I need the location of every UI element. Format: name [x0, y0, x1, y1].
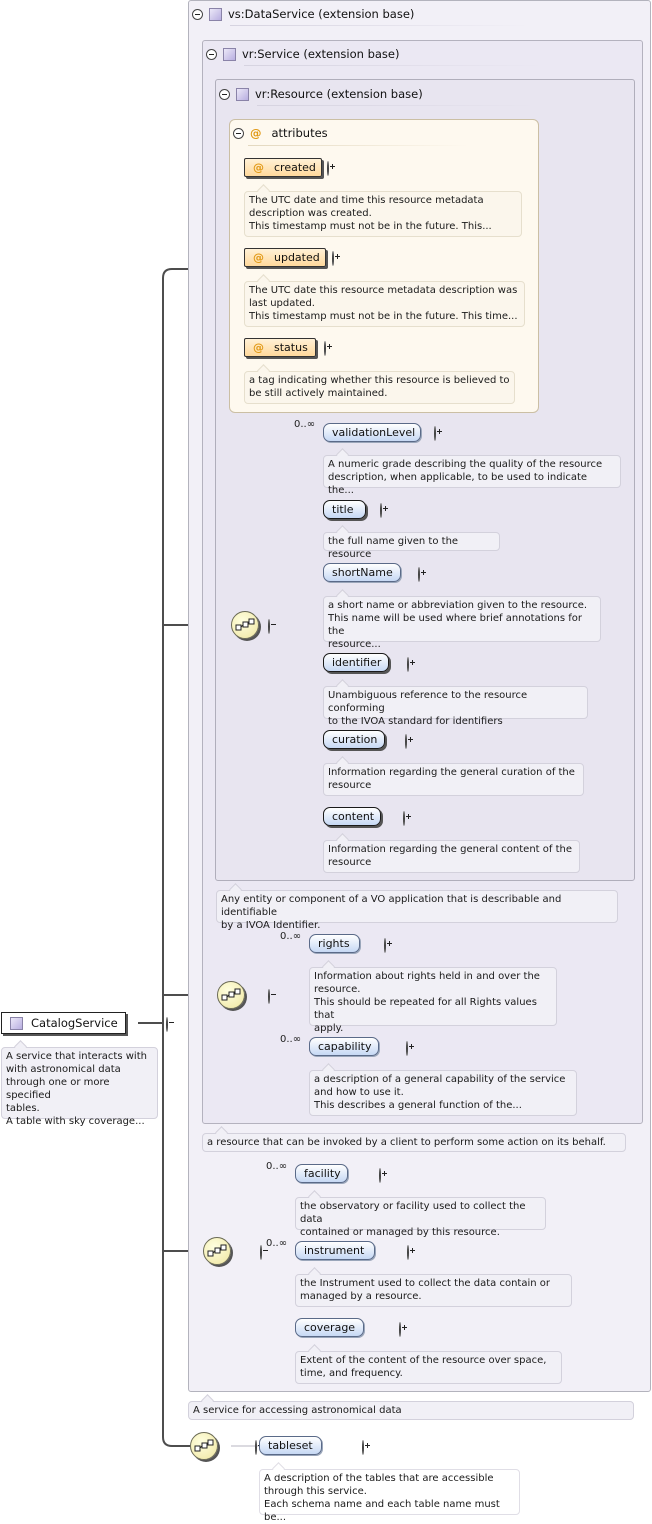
element-doc-content: Information regarding the general conten…	[323, 840, 580, 873]
multiplicity-label: 0..∞	[266, 1238, 288, 1249]
collapse-toggle-icon[interactable]	[192, 8, 203, 20]
element-instrument[interactable]: instrument	[295, 1241, 375, 1260]
collapse-toggle-icon[interactable]	[268, 989, 270, 1004]
service-extension-doc: a resource that can be invoked by a clie…	[202, 1133, 626, 1152]
collapse-toggle-icon[interactable]	[206, 48, 217, 60]
attributes-label: attributes	[271, 126, 328, 140]
element-tableset[interactable]: tableset	[259, 1436, 322, 1455]
attribute-status[interactable]: @ status	[244, 338, 316, 357]
resource-extension-doc: Any entity or component of a VO applicat…	[216, 890, 618, 931]
attribute-icon: @	[250, 126, 262, 140]
extension-label: vr:Resource (extension base)	[255, 87, 423, 101]
extension-label: vs:DataService (extension base)	[228, 7, 415, 21]
element-doc-coverage: Extent of the content of the resource ov…	[295, 1351, 562, 1384]
element-doc-tableset: A description of the tables that are acc…	[259, 1469, 520, 1523]
element-doc-capability: a description of a general capability of…	[309, 1070, 577, 1116]
sequence-compositor-icon[interactable]	[190, 1432, 218, 1460]
expand-toggle-icon[interactable]	[384, 938, 386, 953]
expand-toggle-icon[interactable]	[362, 1440, 364, 1455]
element-capability[interactable]: capability	[309, 1037, 379, 1056]
expand-toggle-icon[interactable]	[406, 1041, 408, 1056]
element-doc-title: the full name given to the resource	[323, 532, 500, 560]
element-title[interactable]: title	[323, 500, 366, 519]
expand-toggle-icon[interactable]	[405, 734, 407, 749]
collapse-toggle-icon[interactable]	[166, 1017, 168, 1032]
sequence-compositor-icon[interactable]	[203, 1237, 231, 1265]
multiplicity-label: 0..∞	[280, 931, 302, 942]
service-extension-header[interactable]: vr:Service (extension base)	[206, 47, 399, 61]
element-validationLevel[interactable]: validationLevel	[323, 423, 421, 442]
attribute-icon: @	[253, 341, 264, 354]
dataservice-extension-header[interactable]: vs:DataService (extension base)	[192, 7, 414, 21]
root-element-catalogservice[interactable]: CatalogService	[1, 1012, 126, 1034]
collapse-toggle-icon[interactable]	[233, 127, 244, 139]
expand-toggle-icon[interactable]	[418, 567, 420, 582]
attribute-icon: @	[253, 251, 264, 264]
attribute-updated[interactable]: @ updated	[244, 248, 326, 267]
sequence-compositor-icon[interactable]	[231, 611, 259, 639]
complex-type-icon	[223, 47, 236, 61]
element-doc-rights: Information about rights held in and ove…	[309, 967, 557, 1034]
attribute-doc-status: a tag indicating whether this resource i…	[244, 371, 515, 404]
collapse-toggle-icon[interactable]	[268, 619, 270, 634]
complex-type-icon	[209, 7, 222, 21]
element-curation[interactable]: curation	[323, 730, 385, 749]
attribute-doc-created: The UTC date and time this resource meta…	[244, 191, 522, 237]
expand-toggle-icon[interactable]	[380, 503, 382, 518]
dataservice-extension-doc: A service for accessing astronomical dat…	[188, 1401, 634, 1420]
complex-type-icon	[236, 87, 249, 101]
resource-extension-header[interactable]: vr:Resource (extension base)	[219, 87, 423, 101]
element-doc-curation: Information regarding the general curati…	[323, 763, 584, 796]
expand-toggle-icon[interactable]	[407, 657, 409, 672]
complex-type-icon	[10, 1016, 23, 1030]
root-element-label: CatalogService	[31, 1016, 118, 1030]
expand-toggle-icon[interactable]	[403, 811, 405, 826]
element-doc-facility: the observatory or facility used to coll…	[295, 1197, 546, 1238]
expand-toggle-icon[interactable]	[399, 1322, 401, 1337]
expand-toggle-icon[interactable]	[434, 426, 436, 441]
collapse-toggle-icon[interactable]	[219, 88, 230, 100]
expand-toggle-icon[interactable]	[407, 1245, 409, 1260]
element-doc-shortName: a short name or abbreviation given to th…	[323, 596, 601, 650]
sequence-compositor-icon[interactable]	[217, 981, 245, 1009]
collapse-toggle-icon[interactable]	[260, 1245, 262, 1260]
element-doc-identifier: Unambiguous reference to the resource co…	[323, 686, 588, 727]
attribute-created[interactable]: @ created	[244, 158, 322, 177]
expand-toggle-icon[interactable]	[327, 161, 329, 176]
element-doc-validationLevel: A numeric grade describing the quality o…	[323, 455, 621, 496]
element-identifier[interactable]: identifier	[323, 653, 389, 672]
expand-toggle-icon[interactable]	[379, 1168, 381, 1183]
multiplicity-label: 0..∞	[280, 1034, 302, 1045]
attribute-doc-updated: The UTC date this resource metadata desc…	[244, 281, 525, 327]
element-shortName[interactable]: shortName	[323, 563, 401, 582]
element-content[interactable]: content	[323, 807, 381, 826]
expand-toggle-icon[interactable]	[332, 251, 334, 266]
multiplicity-label: 0..∞	[266, 1161, 288, 1172]
attribute-icon: @	[253, 161, 264, 174]
element-rights[interactable]: rights	[309, 934, 360, 953]
expand-toggle-icon[interactable]	[324, 341, 326, 356]
element-doc-instrument: the Instrument used to collect the data …	[295, 1274, 572, 1307]
collapse-toggle-icon[interactable]	[255, 1440, 257, 1455]
multiplicity-label: 0..∞	[294, 419, 316, 430]
extension-label: vr:Service (extension base)	[242, 47, 400, 61]
attributes-header[interactable]: @ attributes	[233, 126, 328, 140]
element-coverage[interactable]: coverage	[295, 1318, 364, 1337]
element-facility[interactable]: facility	[295, 1164, 348, 1183]
